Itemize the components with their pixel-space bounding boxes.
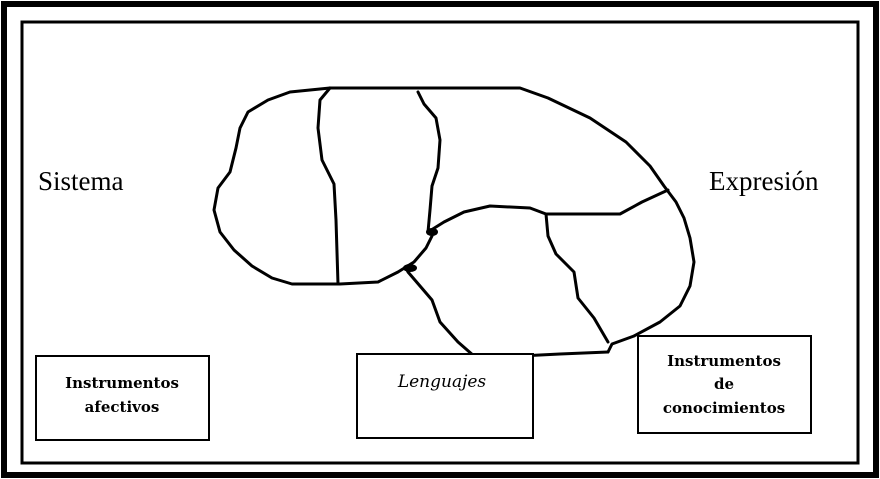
box-languages-frame <box>356 353 534 439</box>
inner-frame <box>20 20 860 465</box>
right-label: Expresión <box>709 166 819 196</box>
left-label: Sistema <box>38 166 124 196</box>
top-outline <box>328 86 696 354</box>
box-affective-line2: afectivos <box>85 398 160 416</box>
box-knowledge: Instrumentos de conocimientos <box>637 335 812 434</box>
brain-outline <box>212 86 696 358</box>
box-knowledge-line2: de <box>714 375 734 393</box>
box-affective-line1: Instrumentos <box>65 374 179 392</box>
right-divider <box>544 212 610 344</box>
bottom-lobe-outline <box>404 266 610 358</box>
horizontal-divider <box>544 188 670 216</box>
junction-marks <box>403 228 438 272</box>
inner-lobe-top <box>426 204 548 234</box>
middle-divider <box>416 90 442 234</box>
box-knowledge-frame <box>637 335 812 434</box>
box-languages: Lenguajes <box>356 353 534 439</box>
left-divider <box>316 86 340 286</box>
box-knowledge-line3: conocimientos <box>663 399 785 417</box>
box-affective: Instrumentos afectivos <box>35 355 210 441</box>
box-affective-frame <box>35 355 210 441</box>
left-lobe-outline <box>212 86 434 286</box>
box-languages-line1: Lenguajes <box>397 372 487 392</box>
box-knowledge-line1: Instrumentos <box>667 352 781 370</box>
